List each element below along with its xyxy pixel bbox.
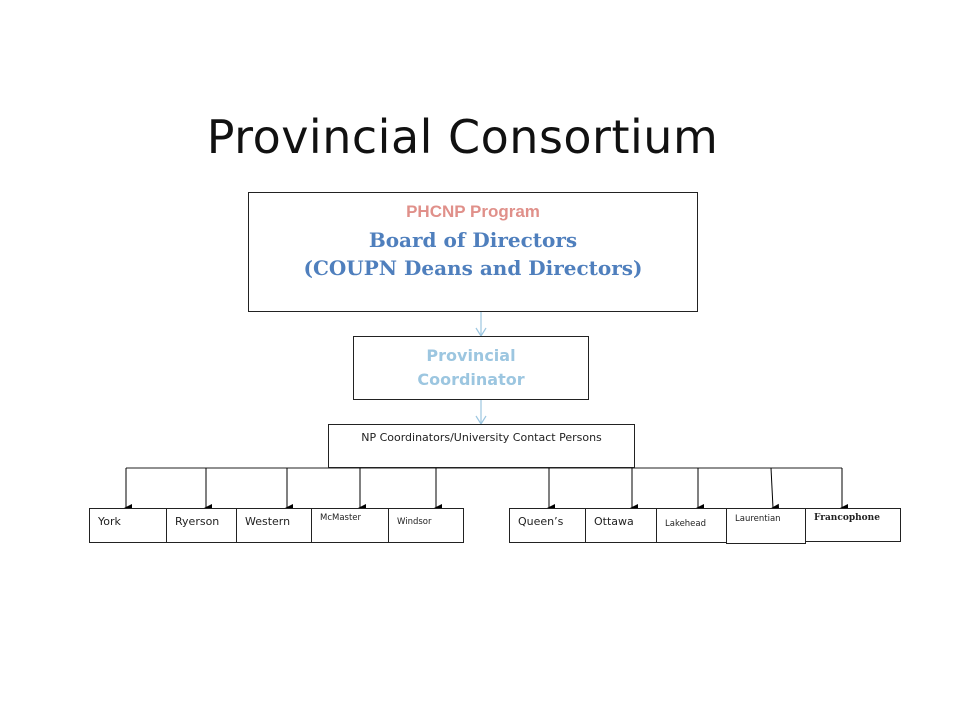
university-queens: Queen’s — [509, 508, 586, 543]
university-label: Lakehead — [665, 519, 707, 529]
board-members-label: (COUPN Deans and Directors) — [303, 256, 643, 280]
np-coordinators-label: NP Coordinators/University Contact Perso… — [361, 431, 602, 444]
university-label: Laurentian — [735, 514, 781, 524]
university-label: Ryerson — [175, 515, 220, 528]
university-windsor: Windsor — [388, 508, 464, 543]
university-york: York — [89, 508, 167, 543]
university-label: Francophone — [814, 513, 880, 523]
diagram-title: Provincial Consortium — [206, 110, 719, 164]
university-western: Western — [236, 508, 312, 543]
university-ottawa: Ottawa — [585, 508, 657, 543]
university-ryerson: Ryerson — [166, 508, 237, 543]
university-label: Ottawa — [594, 515, 634, 528]
coordinator-label-line2: Coordinator — [417, 370, 525, 389]
university-label: Western — [245, 515, 291, 528]
drop-laurentian — [770, 467, 780, 512]
university-label: McMaster — [320, 513, 362, 523]
university-label: Queen’s — [518, 515, 564, 528]
program-label: PHCNP Program — [406, 202, 540, 221]
university-lakehead: Lakehead — [656, 508, 727, 543]
university-label: York — [98, 515, 121, 528]
university-mcmaster: McMaster — [311, 508, 389, 543]
board-of-directors-box: PHCNP Program Board of Directors (COUPN … — [248, 192, 698, 312]
university-label: Windsor — [397, 517, 432, 527]
board-label: Board of Directors — [368, 228, 578, 252]
np-coordinators-box: NP Coordinators/University Contact Perso… — [328, 424, 635, 468]
provincial-coordinator-box: Provincial Coordinator — [353, 336, 589, 400]
university-laurentian: Laurentian — [726, 508, 806, 544]
university-francophone: Francophone — [805, 508, 901, 542]
coordinator-label-line1: Provincial — [426, 346, 516, 365]
